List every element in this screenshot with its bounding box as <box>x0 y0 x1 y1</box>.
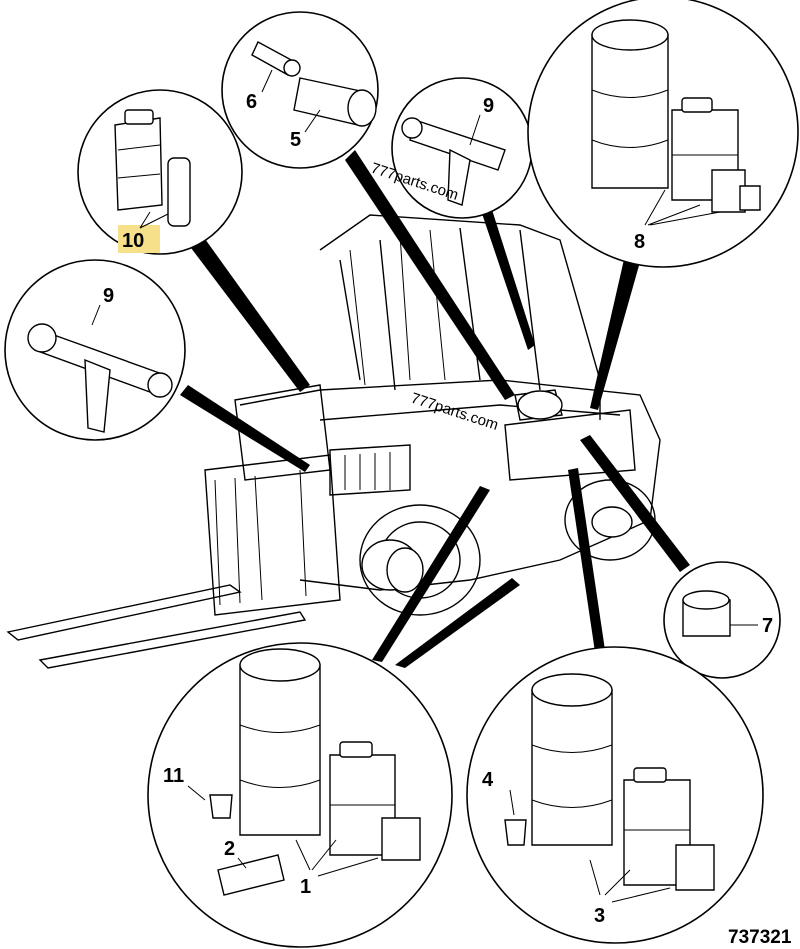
forklift-illustration <box>6 214 661 669</box>
label-7: 7 <box>762 615 773 637</box>
highlight-marker <box>118 225 160 253</box>
label-4: 4 <box>482 769 494 791</box>
label-10: 10 <box>122 230 144 252</box>
callout-7[interactable]: 7 <box>663 561 781 679</box>
callout-5-6[interactable]: 6 5 <box>221 11 379 169</box>
callout-8[interactable]: 8 <box>527 0 799 268</box>
label-6: 6 <box>246 91 257 113</box>
label-2: 2 <box>224 838 235 860</box>
leader-lines <box>180 150 690 668</box>
label-3: 3 <box>594 905 605 927</box>
label-5: 5 <box>290 129 301 151</box>
label-8: 8 <box>634 231 645 253</box>
label-9-left: 9 <box>103 285 114 307</box>
callout-1[interactable]: 11 2 1 <box>147 642 453 948</box>
label-11: 11 <box>163 765 184 787</box>
callout-10[interactable]: 10 <box>77 89 243 255</box>
label-9-top: 9 <box>483 95 494 117</box>
label-1: 1 <box>300 876 311 898</box>
drawing-number: 737321 <box>728 927 792 948</box>
callout-9-top[interactable]: 9 <box>391 77 533 219</box>
callout-3[interactable]: 4 3 <box>466 646 764 944</box>
callout-9-left[interactable]: 9 <box>4 259 186 441</box>
